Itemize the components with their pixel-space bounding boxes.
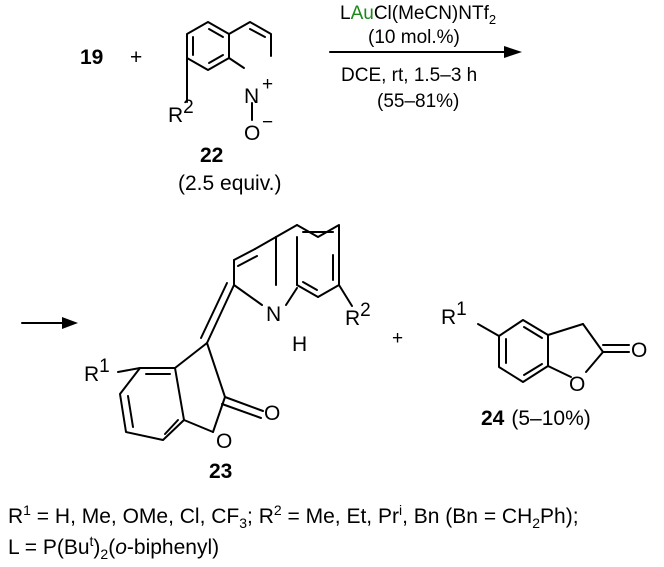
ligand-definition: L = P(But)2(o-biphenyl) [8, 533, 220, 563]
product-23-structure [117, 224, 353, 441]
n-c-bond [285, 287, 298, 306]
double-bond [523, 326, 543, 339]
ring-bond [582, 323, 604, 353]
double-bond [127, 395, 134, 428]
exocyclic-double-bond [200, 282, 228, 339]
reaction-conditions: DCE, rt, 1.5–3 h [341, 65, 477, 86]
r2-substituent-23: R2 [345, 300, 371, 330]
double-bond [208, 54, 224, 64]
ch2-bond [547, 323, 584, 336]
carbonyl-bond [224, 396, 264, 412]
reaction-arrow-head [504, 46, 522, 58]
product-24-structure [477, 319, 630, 383]
compound-22-label: 22 [200, 144, 223, 167]
equivalents-label: (2.5 equiv.) [178, 172, 282, 195]
r2-bond [338, 284, 353, 307]
product-23-carbonyl-o: O [264, 402, 280, 425]
r1-substituent-24: R1 [441, 299, 467, 329]
compound-23-label: 23 [209, 460, 232, 483]
benzo-ring [119, 367, 185, 441]
exocyclic-bond [206, 284, 235, 344]
quinoline-n-oxide-structure [186, 21, 272, 121]
double-bond [302, 281, 318, 291]
ring-bond [228, 57, 245, 69]
ring-bond [296, 284, 319, 298]
ring-bond [254, 236, 277, 250]
r1-substituent-23: R1 [84, 356, 110, 386]
continuation-arrow-head [62, 317, 78, 329]
quinoline-pyridine-ring [228, 21, 272, 57]
n-plus-charge: + [262, 74, 273, 95]
carbonyl-double-bond [221, 403, 262, 419]
c-o-bond [585, 351, 604, 373]
catalyst-loading: (10 mol.%) [368, 27, 460, 48]
o-aryl-bond [183, 419, 214, 433]
r1-bond [477, 323, 500, 337]
lactone-ring [206, 342, 226, 433]
substituent-legend: R1 = H, Me, OMe, Cl, CF3; R2 = Me, Et, P… [8, 502, 579, 532]
o-minus-charge: − [262, 112, 273, 133]
o-aryl-bond [547, 365, 572, 378]
product-24-carbonyl-o: O [631, 339, 647, 362]
yield-range: (55–81%) [377, 91, 459, 112]
dihydroquinoline-benzo-ring [296, 224, 340, 250]
double-bond [164, 419, 179, 435]
ring-bond [233, 248, 256, 261]
double-bond [237, 255, 258, 267]
double-bond [249, 28, 266, 38]
c-n-bond [233, 284, 263, 306]
compound-24-label: 24(5–10%) [481, 407, 591, 430]
oxide-o-atom: O [244, 122, 260, 145]
ring-bond [174, 342, 208, 369]
double-bond [208, 28, 224, 38]
ring-bond [317, 284, 340, 298]
product-23-h-atom: H [292, 333, 307, 356]
plus-sign-products: + [392, 328, 403, 349]
r2-substituent-22: R2 [168, 97, 194, 127]
plus-sign: + [130, 46, 142, 69]
compound-19-label: 19 [80, 46, 103, 69]
r1-bond [117, 367, 141, 373]
double-bond [523, 363, 543, 376]
product-23-ring-o: O [216, 430, 232, 453]
quinoline-n-atom: N [244, 85, 259, 108]
catalyst-label: LAuCl(MeCN)NTf2 [340, 3, 496, 27]
ring-bond [275, 224, 298, 238]
product-23-n-atom: N [266, 303, 281, 326]
product-24-ring-o: O [569, 373, 585, 396]
